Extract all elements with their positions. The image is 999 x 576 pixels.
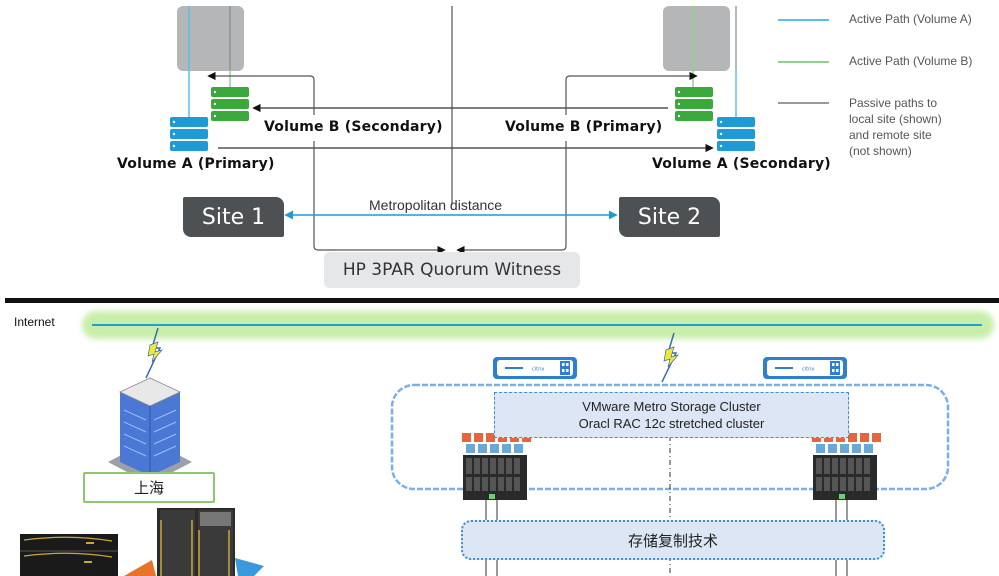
internet-backbone-line bbox=[92, 324, 982, 326]
site1-storage-array bbox=[177, 6, 244, 71]
legend-passive-line-2: local site (shown) bbox=[849, 112, 942, 126]
lightning-left-icon bbox=[145, 327, 163, 379]
metropolitan-distance-label: Metropolitan distance bbox=[369, 197, 503, 213]
site2-quorum-path bbox=[565, 71, 698, 115]
site1-quorum-path-lower bbox=[313, 141, 446, 255]
site2-volume-a-label: Volume A (Secondary) bbox=[652, 156, 831, 172]
citrix-appliance-left-icon: citrix bbox=[493, 357, 577, 379]
blue-arrow-icon bbox=[235, 558, 264, 576]
site2-volume-a-icon bbox=[717, 117, 755, 151]
citrix-appliance-right-icon: citrix bbox=[763, 357, 847, 379]
site2-volume-b-label: Volume B (Primary) bbox=[505, 119, 663, 135]
legend-label-volume-b: Active Path (Volume B) bbox=[849, 54, 973, 68]
legend-label-volume-a: Active Path (Volume A) bbox=[849, 12, 972, 26]
building-icon bbox=[108, 377, 192, 484]
top-diagram-lines bbox=[177, 6, 829, 255]
blade-server-right-icon bbox=[812, 433, 881, 521]
site1-volume-b-label: Volume B (Secondary) bbox=[264, 119, 443, 135]
site2-quorum-path-lower bbox=[456, 141, 567, 255]
legend-passive-line-1: Passive paths to bbox=[849, 96, 938, 110]
cluster-line-2: Oracl RAC 12c stretched cluster bbox=[578, 416, 765, 431]
lightning-center-icon bbox=[661, 332, 679, 383]
svg-text:citrix: citrix bbox=[802, 367, 815, 373]
legend-passive-line-3: and remote site bbox=[849, 128, 932, 142]
storage-replication-label: 存储复制技术 bbox=[627, 531, 718, 550]
site2-box: Site 2 bbox=[619, 197, 720, 237]
section-separator bbox=[5, 298, 999, 303]
site1-volume-a-label: Volume A (Primary) bbox=[117, 156, 275, 172]
cluster-line-1: VMware Metro Storage Cluster bbox=[582, 399, 761, 414]
orange-arrow-icon bbox=[124, 560, 156, 576]
quorum-witness-label: HP 3PAR Quorum Witness bbox=[342, 260, 562, 280]
site1-volume-b-icon bbox=[211, 87, 249, 121]
legend-passive-line-4: (not shown) bbox=[849, 144, 912, 158]
svg-text:citrix: citrix bbox=[532, 367, 545, 373]
blade-server-left-icon bbox=[462, 433, 531, 521]
legend-label-passive: Passive paths to local site (shown) and … bbox=[849, 95, 942, 159]
site2-volume-b-icon bbox=[675, 87, 713, 121]
site1-box: Site 1 bbox=[183, 197, 284, 237]
site1-quorum-path bbox=[207, 71, 315, 115]
cluster-box: VMware Metro Storage Cluster Oracl RAC 1… bbox=[494, 392, 849, 438]
storage-enclosure-icon bbox=[20, 534, 118, 576]
site2-label: Site 2 bbox=[637, 204, 702, 230]
bottom-diagram-graphics: citrix citrix bbox=[20, 327, 950, 576]
site1-label: Site 1 bbox=[201, 204, 266, 230]
city-label-box: 上海 bbox=[83, 472, 215, 503]
storage-rack-icon bbox=[157, 508, 235, 576]
storage-replication-box: 存储复制技术 bbox=[461, 520, 885, 560]
site1-volume-a-icon bbox=[170, 117, 208, 151]
quorum-witness-box: HP 3PAR Quorum Witness bbox=[324, 252, 580, 288]
internet-label: Internet bbox=[14, 315, 55, 329]
city-label: 上海 bbox=[133, 479, 164, 497]
site2-storage-array bbox=[663, 6, 730, 71]
